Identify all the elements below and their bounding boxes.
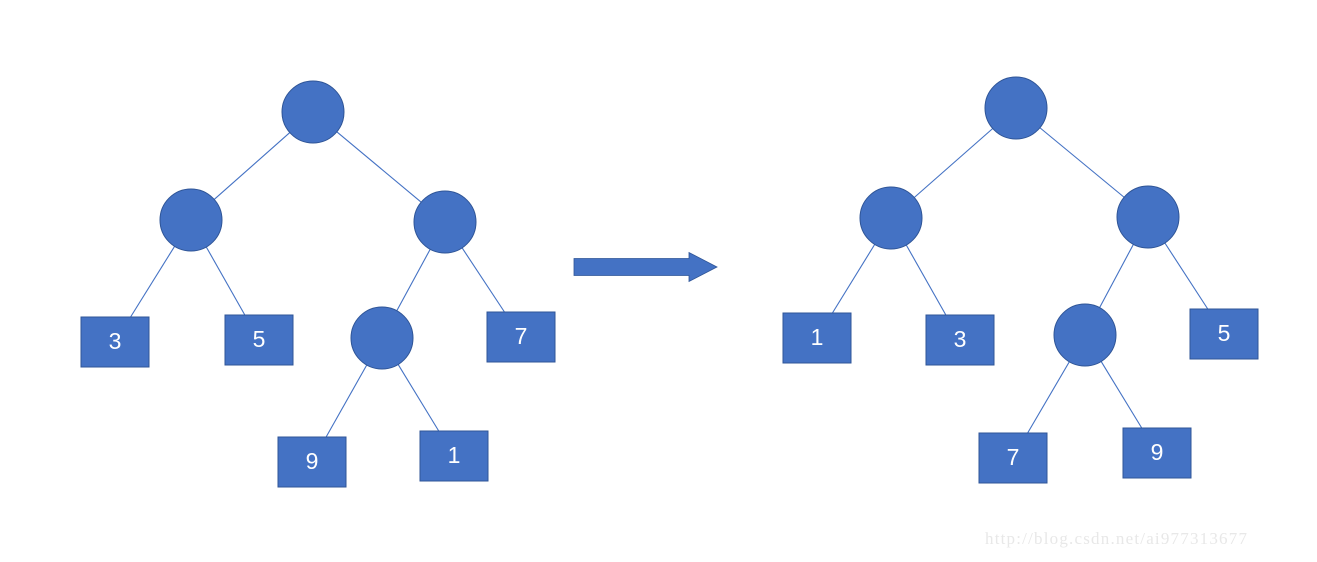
right-tree-circle-node — [1053, 303, 1117, 367]
right-tree-circle-node — [984, 76, 1048, 140]
left-tree-circle-node — [350, 306, 414, 370]
right-tree-node-R7: 7 — [978, 432, 1048, 484]
right-tree-circle-node — [1116, 185, 1180, 249]
right-tree-rect-node — [1189, 308, 1259, 360]
left-tree-node-label: 3 — [109, 328, 122, 354]
right-tree-edge-R1-R3 — [831, 244, 876, 314]
right-tree-node-R4: 3 — [925, 314, 995, 366]
watermark-url: http://blog.csdn.net/ai977313677 — [985, 529, 1248, 548]
left-tree-edge-L5-L7 — [325, 364, 368, 438]
right-tree-edge-R0-R1 — [913, 128, 994, 198]
left-tree-rect-node — [80, 316, 150, 368]
right-tree-edges — [831, 127, 1209, 434]
right-tree-edge-R5-R8 — [1100, 361, 1143, 429]
left-tree-edge-L2-L6 — [461, 247, 505, 313]
left-tree-edge-L2-L5 — [396, 248, 431, 312]
left-tree-node-L7: 9 — [277, 436, 347, 488]
right-tree-circle-node — [859, 186, 923, 250]
left-tree-edge-L0-L1 — [213, 132, 291, 200]
right-tree-edge-R2-R5 — [1099, 244, 1134, 308]
right-tree-node-R5 — [1053, 303, 1117, 367]
right-tree-edge-R2-R6 — [1164, 242, 1209, 310]
right-tree-node-label: 9 — [1151, 439, 1164, 465]
left-tree-node-label: 5 — [253, 326, 266, 352]
right-tree-rect-node — [978, 432, 1048, 484]
left-tree-edges — [130, 131, 505, 438]
right-tree-node-R0 — [984, 76, 1048, 140]
right-tree-edge-R1-R4 — [905, 244, 947, 316]
right-tree-edge-R0-R2 — [1039, 127, 1125, 198]
left-tree-rect-node — [486, 311, 556, 363]
right-tree-node-R8: 9 — [1122, 427, 1192, 479]
right-tree-node-label: 1 — [811, 324, 824, 350]
right-tree-edge-R5-R7 — [1027, 361, 1070, 434]
right-tree-node-label: 5 — [1218, 320, 1231, 346]
transform-arrow-group — [573, 251, 718, 283]
left-tree-node-L3: 3 — [80, 316, 150, 368]
left-tree-node-label: 7 — [515, 323, 528, 349]
left-tree-node-L6: 7 — [486, 311, 556, 363]
right-tree-rect-node — [782, 312, 852, 364]
right-tree-node-R6: 5 — [1189, 308, 1259, 360]
left-tree-edge-L5-L8 — [397, 364, 440, 432]
left-tree-node-label: 9 — [306, 448, 319, 474]
right-tree-node-R1 — [859, 186, 923, 250]
right-tree-rect-node — [1122, 427, 1192, 479]
right-tree-node-R2 — [1116, 185, 1180, 249]
left-tree-edge-L0-L2 — [336, 131, 422, 203]
left-tree-rect-node — [419, 430, 489, 482]
left-tree-node-L2 — [413, 190, 477, 254]
right-arrow-icon — [573, 251, 718, 283]
right-tree-rect-node — [925, 314, 995, 366]
right-tree-node-R3: 1 — [782, 312, 852, 364]
left-tree-node-L4: 5 — [224, 314, 294, 366]
left-tree-node-L1 — [159, 188, 223, 252]
left-tree-circle-node — [159, 188, 223, 252]
left-tree-node-L0 — [281, 80, 345, 144]
left-tree-node-L5 — [350, 306, 414, 370]
left-tree-circle-node — [413, 190, 477, 254]
left-tree-node-label: 1 — [448, 442, 461, 468]
left-tree-circle-node — [281, 80, 345, 144]
left-tree-node-L8: 1 — [419, 430, 489, 482]
right-tree-nodes: 1 3 5 7 9 — [782, 76, 1259, 484]
left-tree-rect-node — [224, 314, 294, 366]
left-tree-edge-L1-L3 — [130, 246, 176, 318]
right-tree-node-label: 7 — [1007, 444, 1020, 470]
left-tree-edge-L1-L4 — [205, 246, 246, 316]
left-tree-nodes: 3 5 7 9 1 — [80, 80, 556, 488]
right-tree-node-label: 3 — [954, 326, 967, 352]
left-tree-rect-node — [277, 436, 347, 488]
